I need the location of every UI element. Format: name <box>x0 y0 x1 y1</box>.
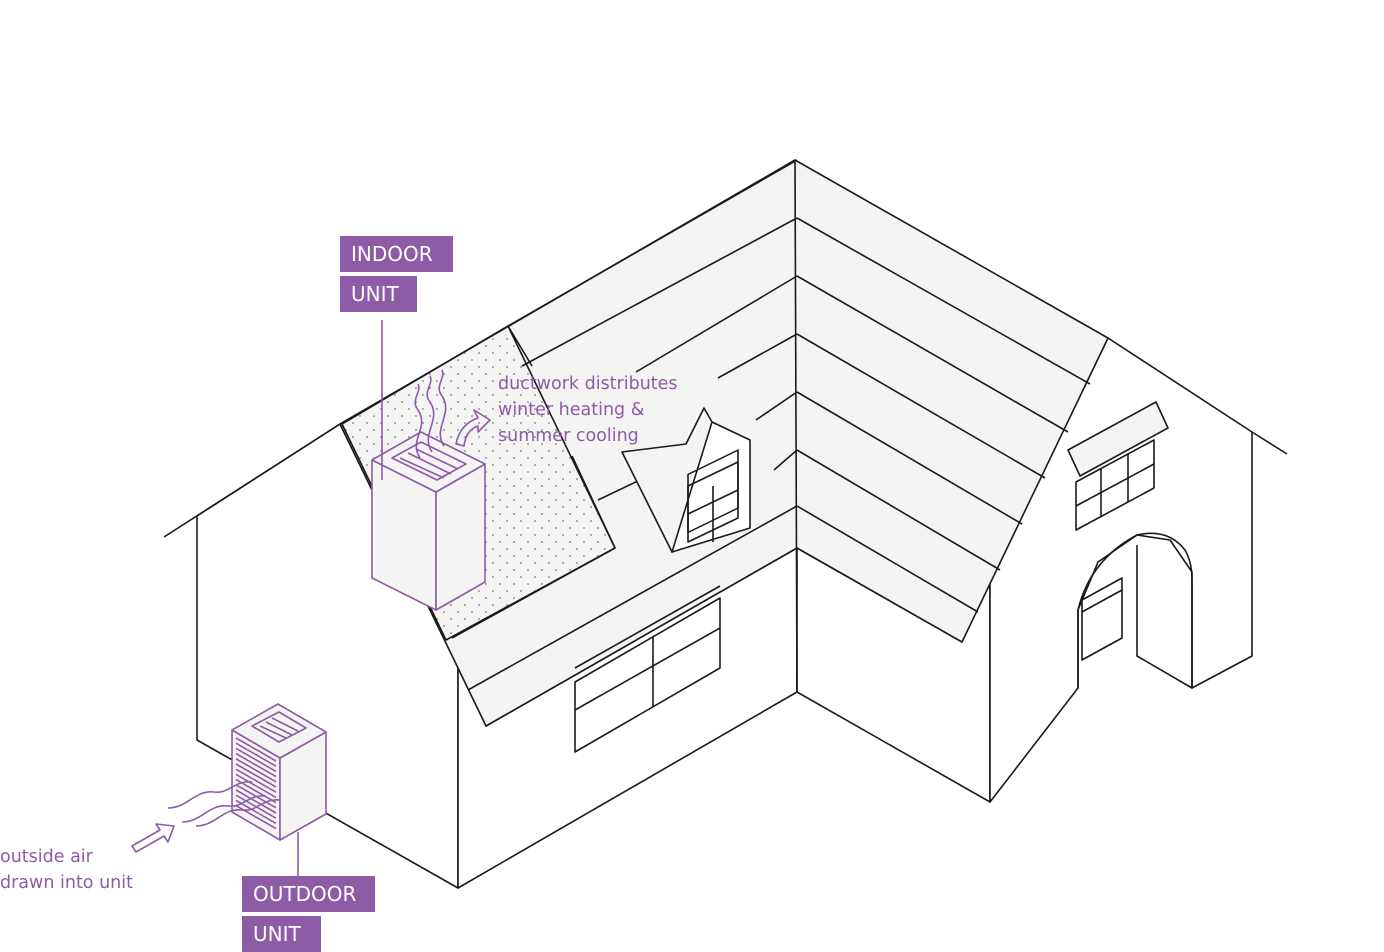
intake-arrow <box>132 824 174 852</box>
ductwork-note: ductwork distributes winter heating & su… <box>498 371 678 449</box>
indoor-unit-label-line1: INDOOR <box>340 236 453 272</box>
ductwork-note-line3: summer cooling <box>498 423 678 449</box>
outside-air-note-line2: drawn into unit <box>0 870 133 896</box>
outdoor-unit-label-line2: UNIT <box>242 916 321 952</box>
right-eave <box>1252 432 1287 454</box>
house <box>164 160 1287 888</box>
outside-air-note-line1: outside air <box>0 844 133 870</box>
ductwork-note-line2: winter heating & <box>498 397 678 423</box>
arch-window <box>1082 578 1122 660</box>
outdoor-unit-label-line1: OUTDOOR <box>242 876 375 912</box>
outside-air-note: outside air drawn into unit <box>0 844 133 896</box>
indoor-unit-label-line2: UNIT <box>340 276 417 312</box>
ductwork-note-line1: ductwork distributes <box>498 371 678 397</box>
arch-window-transom <box>1082 590 1122 612</box>
